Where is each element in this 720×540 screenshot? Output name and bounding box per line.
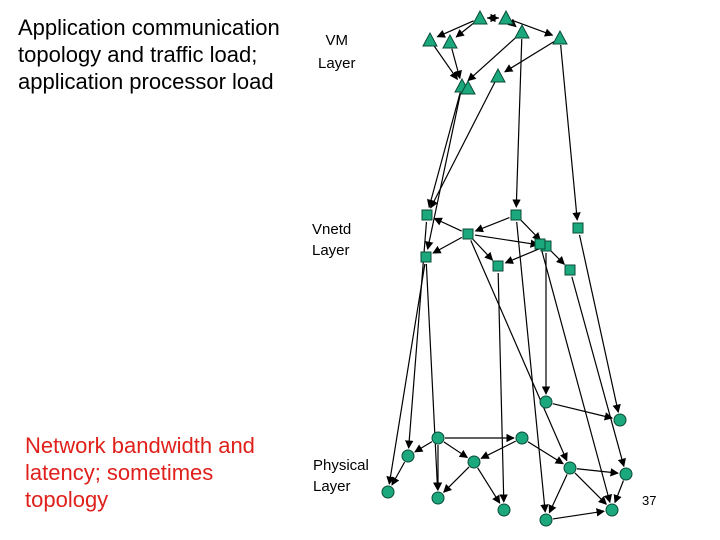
edge-t4-t6 (467, 36, 518, 82)
physical-node-c2 (613, 413, 627, 427)
edge-s5-s8 (550, 250, 565, 265)
edge-c5-c6 (480, 440, 517, 459)
app-description-text: Application communication topology and t… (18, 15, 280, 94)
edge-c7-c12 (548, 474, 568, 514)
vm-node-t5 (552, 29, 568, 45)
vm-node-t1 (472, 9, 488, 25)
physical-node-c11 (497, 503, 511, 517)
edge-t4-s2 (512, 38, 523, 208)
physical-node-c10 (431, 491, 445, 505)
physical-node-c9 (381, 485, 395, 499)
vm-node-t9 (422, 31, 438, 47)
physical-node-c3 (401, 449, 415, 463)
edge-s4-s6 (432, 236, 463, 254)
physical-node-c5 (515, 431, 529, 445)
vm-node-t3 (442, 33, 458, 49)
edge-s5-s7 (504, 248, 540, 264)
edge-c8-c13 (613, 480, 625, 504)
edge-s2-c12 (516, 221, 549, 513)
edge-t3-t6 (451, 48, 462, 80)
edge-s8-c8 (571, 276, 626, 468)
edge-s2-s4 (474, 217, 510, 233)
vnetd-node-s1 (421, 209, 433, 221)
physical-node-c4 (431, 431, 445, 445)
vnetd-node-s9 (534, 238, 546, 250)
edges-group (386, 13, 626, 520)
nodes-group (381, 9, 633, 527)
vnetd-node-s7 (492, 260, 504, 272)
physical-node-c7 (563, 461, 577, 475)
physical-node-c1 (539, 395, 553, 409)
edge-t6-s1 (427, 92, 461, 209)
vm-layer-label: VM Layer (318, 32, 356, 72)
edge-s6-c10 (425, 263, 442, 491)
edge-s7-c11 (497, 272, 508, 503)
edge-c4-c6 (443, 441, 469, 459)
edge-c12-c13 (552, 508, 605, 520)
physical-node-c8 (619, 467, 633, 481)
edge-s4-s1 (433, 217, 462, 232)
vm-node-t4 (514, 23, 530, 39)
edge-c3-c9 (391, 461, 406, 486)
edge-s4-s5 (474, 234, 539, 248)
edge-t1-t9 (436, 20, 474, 38)
edge-c7-c13 (574, 472, 607, 505)
page-number: 37 (642, 493, 657, 508)
edge-s4-c7 (470, 240, 568, 462)
vnetd-node-s3 (572, 222, 584, 234)
edge-t1-t3 (455, 21, 475, 38)
edge-t5-s3 (560, 44, 581, 221)
vm-node-t8 (490, 67, 506, 83)
physical-node-c13 (605, 503, 619, 517)
edge-c6-c11 (477, 467, 501, 504)
edge-s9-c13 (541, 250, 612, 504)
edge-s3-c2 (578, 234, 621, 414)
edge-s4-s7 (472, 238, 494, 261)
edge-t2-t5 (512, 19, 554, 37)
network-description-text: Network bandwidth and latency; sometimes… (25, 433, 255, 512)
vnetd-node-s8 (564, 264, 576, 276)
edge-s2-s5 (520, 219, 542, 241)
edge-c4-c3 (414, 441, 433, 453)
vnetd-layer-label: Vnetd Layer (312, 221, 352, 259)
physical-layer-label: Physical Layer (313, 457, 369, 495)
edge-c1-c2 (552, 403, 614, 421)
edge-t9-t6 (433, 45, 458, 81)
vnetd-node-s4 (462, 228, 474, 240)
edge-c5-c7 (527, 441, 564, 465)
vm-node-t2 (498, 9, 514, 25)
edge-s6-c9 (386, 263, 426, 485)
vnetd-node-s6 (420, 251, 432, 263)
edge-c7-c8 (576, 468, 619, 477)
edge-c6-c10 (443, 466, 470, 493)
edge-t6-s6 (425, 92, 462, 250)
physical-node-c6 (467, 455, 481, 469)
vnetd-node-s2 (510, 209, 522, 221)
edge-t5-t8 (504, 41, 555, 73)
vm-node-t7 (460, 79, 476, 95)
physical-node-c12 (539, 513, 553, 527)
